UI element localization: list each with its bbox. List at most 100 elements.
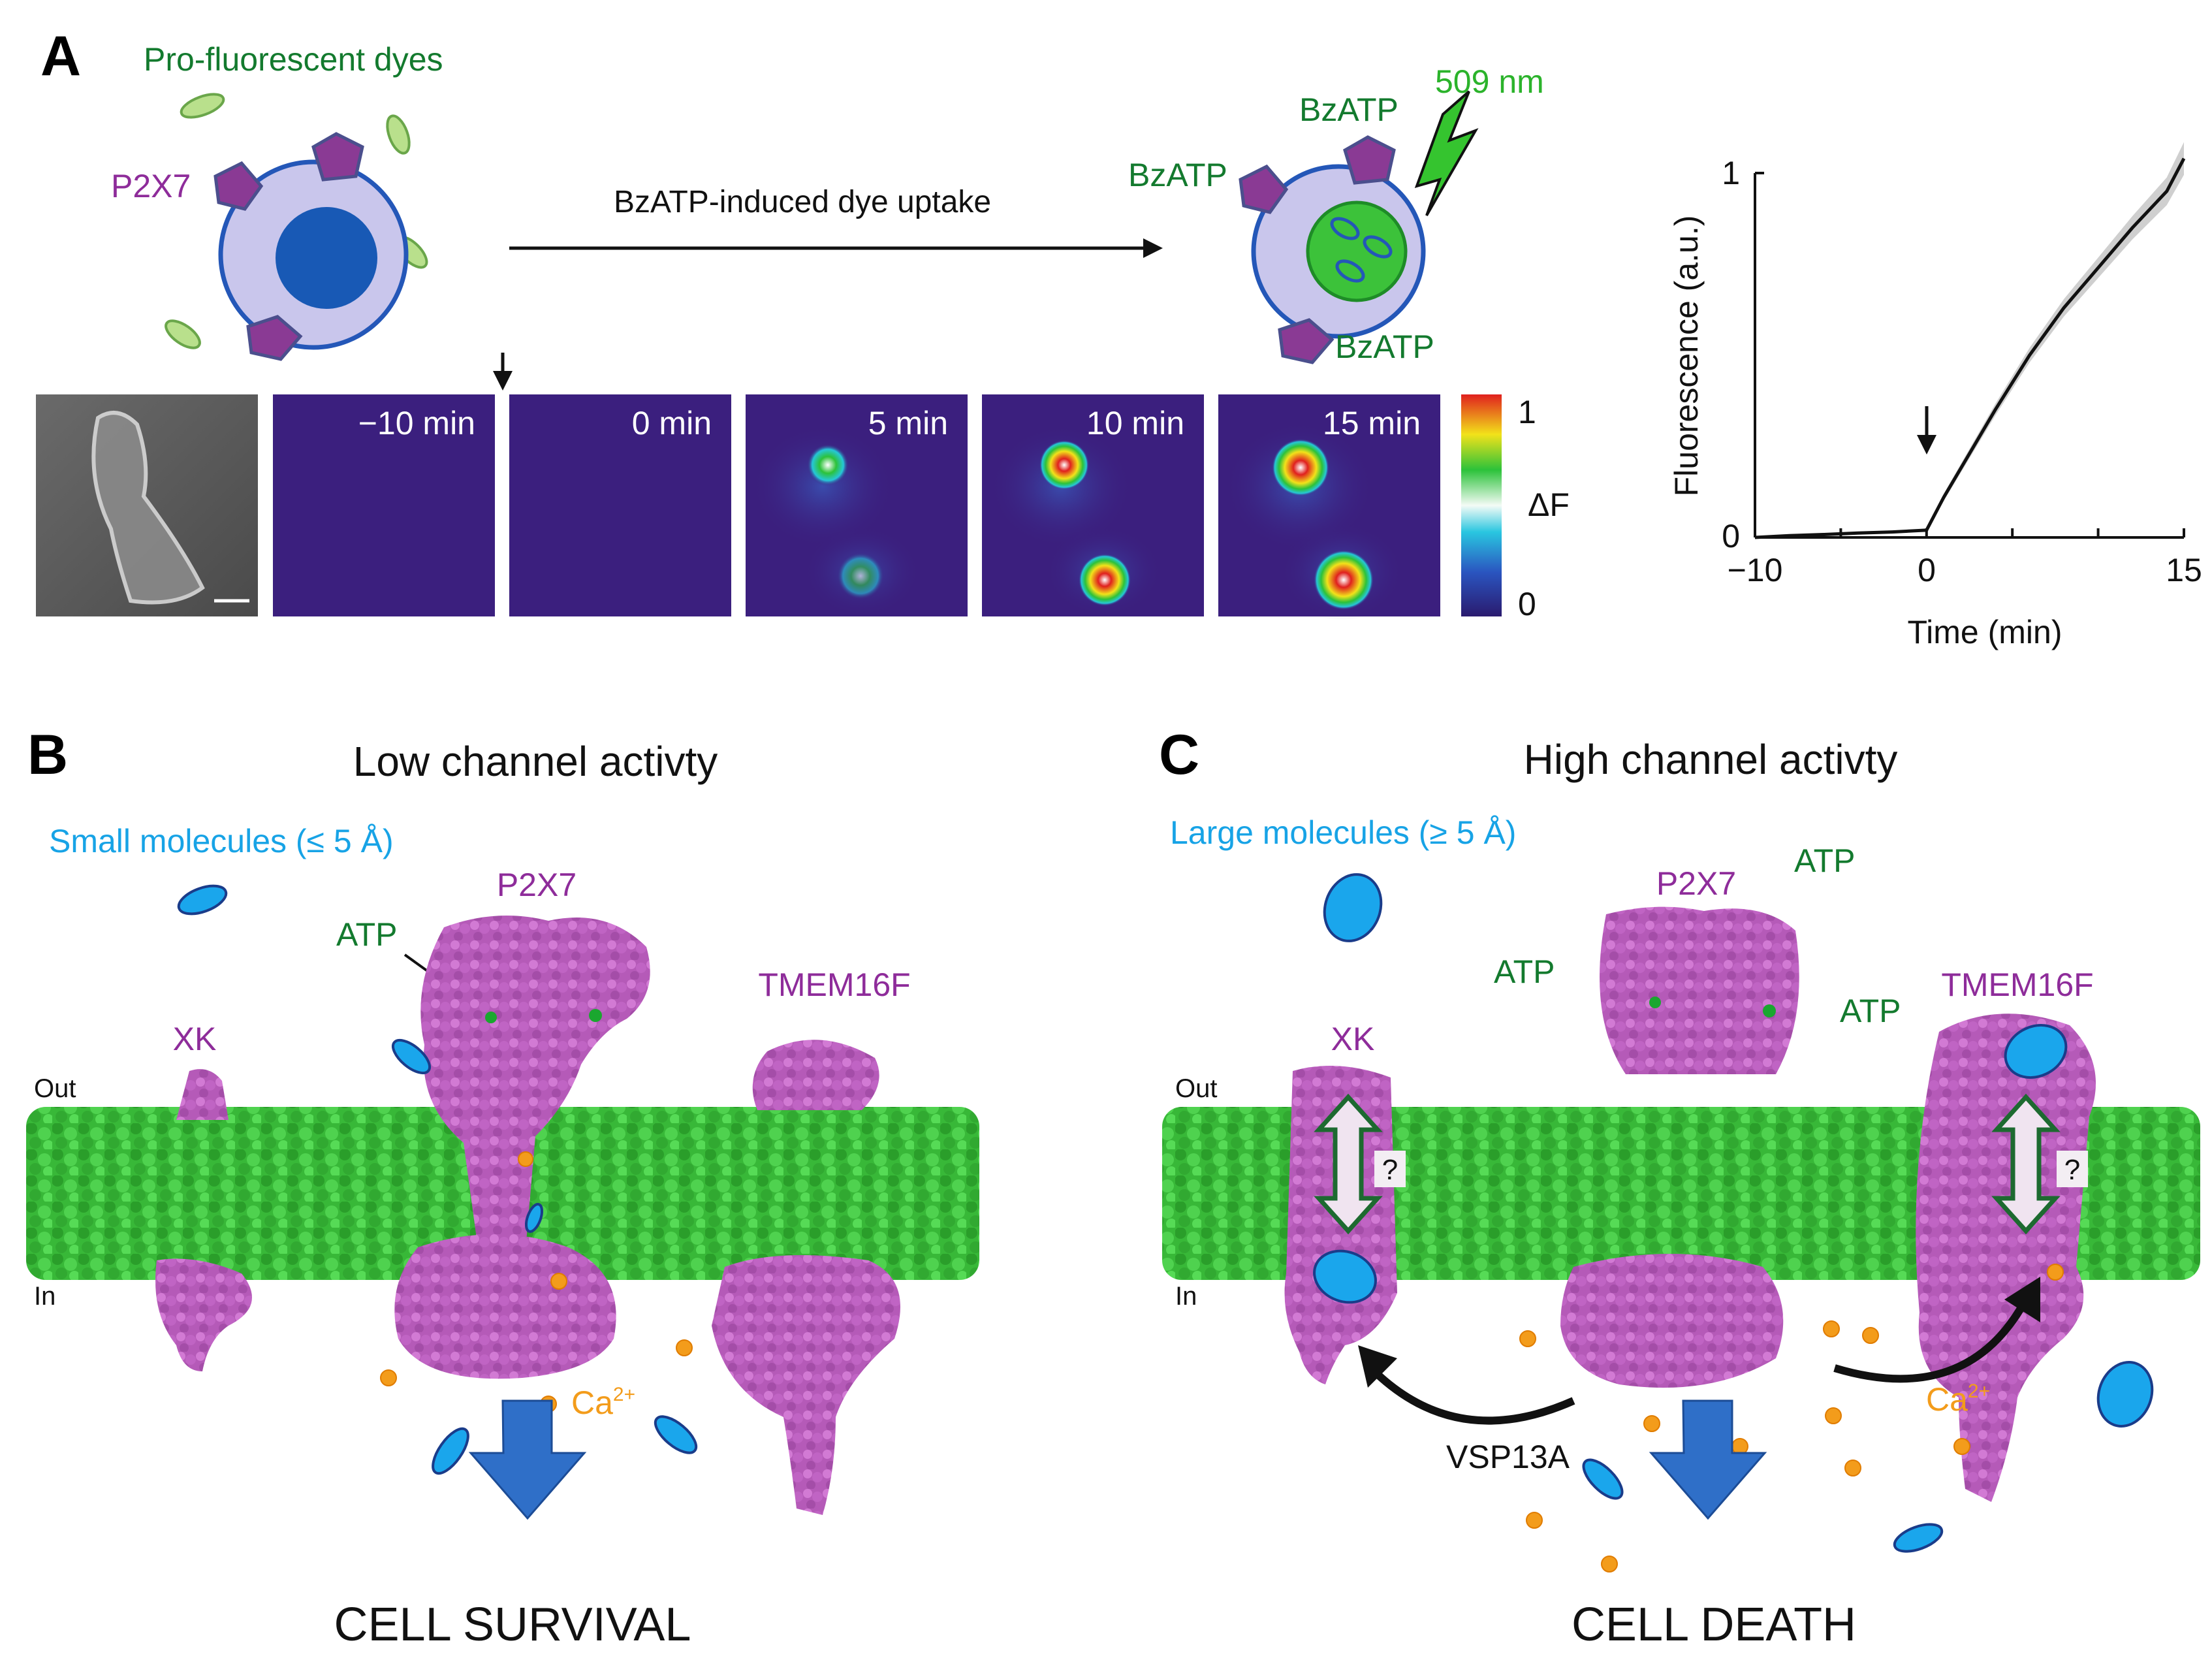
calcium-label-c: Ca2+ (1926, 1381, 1990, 1418)
xk-scramblase-arrow: ? (1314, 1093, 1406, 1235)
frame-15: 15 min (1218, 394, 1440, 620)
atp-molecule (485, 1012, 497, 1023)
panel-c: C High channel activty Large molecules (… (1159, 724, 2200, 1651)
atp-label-c-3: ATP (1840, 993, 1901, 1029)
tmem16f-label-c: TMEM16F (1941, 966, 2093, 1003)
calcium-ion (1844, 1460, 1861, 1476)
fluorescent-spot (837, 552, 884, 599)
frame-label: 10 min (1086, 405, 1184, 441)
panel-b-title: Low channel activty (353, 738, 718, 785)
dye-molecule (180, 93, 225, 119)
vsp13a-arrow (1368, 1365, 1575, 1425)
calcium-label-b: Ca2+ (571, 1384, 635, 1421)
out-label-b: Out (34, 1074, 76, 1103)
large-molecules (1313, 873, 2154, 1553)
frame-label: −10 min (358, 405, 475, 441)
in-label-b: In (34, 1282, 55, 1311)
tmem16f-question: ? (2064, 1154, 2080, 1186)
panel-b: B Low channel activty Small molecules (≤… (26, 724, 979, 1651)
p2x7-receptor-icon (213, 132, 364, 361)
tmem16f-label-b: TMEM16F (758, 966, 910, 1003)
large-molecule (1582, 1458, 1624, 1500)
calcium-ion (1953, 1438, 1970, 1455)
colorbar-min: 0 (1518, 586, 1536, 622)
calcium-ion (550, 1273, 567, 1290)
calcium-ion (1526, 1512, 1543, 1529)
p2x7-label-b: P2X7 (497, 867, 577, 903)
small-molecule (177, 884, 228, 916)
plot-band-layer (1755, 142, 2184, 537)
fluorescence-bolt-icon (1414, 90, 1479, 216)
panel-c-title: High channel activty (1524, 736, 1898, 783)
large-molecule (1893, 1523, 1944, 1553)
plot-ytick-label: 1 (1722, 155, 1740, 191)
frame-5: 5 min (746, 394, 968, 617)
dye-molecule (165, 319, 201, 349)
small-molecules-label: Small molecules (≤ 5 Å) (49, 823, 394, 859)
small-molecule (432, 1427, 469, 1475)
plot-ytick-label: 0 (1722, 518, 1740, 554)
large-molecules-label: Large molecules (≥ 5 Å) (1170, 814, 1516, 851)
calcium-ion (1825, 1407, 1842, 1424)
calcium-arrowhead (2004, 1277, 2040, 1322)
tmem16f-protein (712, 1040, 900, 1515)
outcome-arrow-c (1649, 1399, 1767, 1520)
frame-label: 0 min (632, 405, 712, 441)
p2x7-label-a: P2X7 (111, 168, 191, 204)
vsp13a-arrowhead (1358, 1345, 1397, 1388)
p2x7-receptor-icon (1239, 135, 1396, 364)
time-lapse-frames: −10 min 0 min 5 min 10 min (273, 394, 1440, 620)
frame-label: 15 min (1323, 405, 1421, 441)
nucleus (276, 207, 377, 309)
bzatp-label-left: BzATP (1128, 157, 1227, 193)
atp-molecule (1763, 1004, 1776, 1017)
bzatp-label-bottom: BzATP (1335, 328, 1434, 365)
dye-molecules (165, 93, 428, 349)
panel-a: A Pro-fluorescent dyes P2X7 BzATP-induce… (36, 25, 2202, 650)
p2x7-protein (394, 916, 650, 1379)
in-label-c: In (1175, 1282, 1197, 1311)
resting-cell (213, 132, 409, 361)
calcium-ion (1731, 1438, 1748, 1455)
phase-contrast-image (36, 394, 258, 616)
calcium-ion (676, 1339, 693, 1356)
plot-xtick-label: 15 (2166, 552, 2202, 588)
tmem16f-protein (1916, 1014, 2096, 1502)
fluorescent-spot (807, 444, 849, 486)
outcome-arrow-b (468, 1399, 587, 1520)
atp-molecule (589, 1009, 602, 1022)
sem-band (1755, 142, 2184, 537)
small-molecule (524, 1203, 544, 1233)
frame-10: 10 min (982, 394, 1204, 617)
p2x7-protein (1560, 906, 1799, 1388)
calcium-ions (1519, 1264, 2064, 1572)
calcium-ion (1862, 1327, 1879, 1344)
panel-a-letter: A (40, 25, 81, 88)
atp-label-b: ATP (336, 916, 398, 953)
calcium-ion (1823, 1320, 1840, 1337)
colorbar: 1 ΔF 0 (1461, 394, 1570, 622)
outcome-c: CELL DEATH (1572, 1599, 1856, 1651)
large-molecule (2096, 1361, 2154, 1428)
xk-question: ? (1382, 1154, 1398, 1186)
small-molecule (654, 1415, 698, 1454)
calcium-ion (2047, 1264, 2064, 1281)
bzatp-label-top: BzATP (1299, 91, 1398, 128)
plot-line-layer (1754, 157, 2186, 539)
atp-label-c-2: ATP (1494, 953, 1555, 990)
calcium-arrow (1833, 1301, 2028, 1383)
xk-label-b: XK (173, 1021, 217, 1057)
plot-xtick-label: 0 (1918, 552, 1936, 588)
calcium-ion (1519, 1330, 1536, 1347)
calcium-superscript: 2+ (1968, 1381, 1990, 1402)
fluorescent-spot (1039, 440, 1089, 490)
small-molecules (177, 884, 698, 1475)
uptake-arrow-label: BzATP-induced dye uptake (614, 185, 991, 219)
panel-c-letter: C (1159, 724, 1199, 786)
plot-xtick-label: −10 (1728, 552, 1783, 588)
colorbar-max: 1 (1518, 394, 1536, 430)
fluorescent-spot (1272, 439, 1329, 496)
series-line (1754, 157, 2186, 539)
activated-cell (1239, 90, 1479, 364)
xk-protein (155, 1069, 252, 1371)
